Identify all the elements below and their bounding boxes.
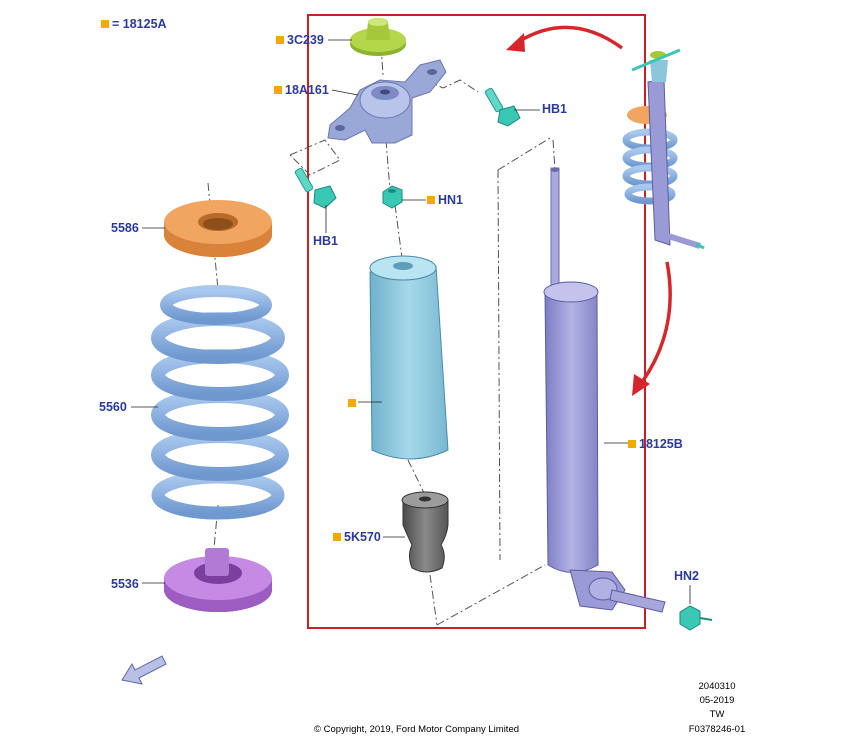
upper-spring-seat-part <box>164 200 272 257</box>
leader-lines <box>131 39 691 604</box>
nut-hn2-part <box>679 605 713 631</box>
callout-5560: 5560 <box>99 400 127 414</box>
callout-5586: 5586 <box>111 221 139 235</box>
doc-number: 2040310 <box>698 681 736 692</box>
legend-text: = 18125A <box>112 17 167 31</box>
assembled-view-thumbnail <box>622 48 705 250</box>
bumper-cap-part <box>350 18 406 56</box>
red-arrowhead-bottom <box>632 374 650 396</box>
marker-square-icon <box>333 533 341 541</box>
callout-3C239: 3C239 <box>276 33 324 47</box>
marker-square-icon <box>274 86 282 94</box>
callout-hn2: HN2 <box>674 569 699 583</box>
red-arrowhead-top <box>506 33 525 52</box>
callout-text: HN2 <box>674 569 700 583</box>
marker-square-icon <box>628 440 636 448</box>
highlight-frame <box>307 14 646 629</box>
bolt-hb1-top-part <box>484 87 521 127</box>
marker-square-icon <box>101 20 109 28</box>
nut-hn1-part <box>382 185 403 209</box>
marker-square-icon <box>348 399 356 407</box>
callout-text: HB1 <box>542 102 568 116</box>
callout-5K570: 5K570 <box>333 530 381 544</box>
copyright-text: © Copyright, 2019, Ford Motor Company Li… <box>314 724 520 735</box>
upper-mount-bracket-part <box>327 59 447 144</box>
callout-hn1: HN1 <box>427 193 463 207</box>
callout-text: HN1 <box>438 193 464 207</box>
callout-dust-boot-marker <box>348 396 359 410</box>
callout-text: 5K570 <box>344 530 381 544</box>
callout-5536: 5536 <box>111 577 139 591</box>
marker-square-icon <box>427 196 435 204</box>
legend: = 18125A <box>101 17 167 31</box>
marker-square-icon <box>276 36 284 44</box>
figure-id: F0378246-01 <box>688 724 746 735</box>
callout-text: 3C239 <box>287 33 324 47</box>
callout-text: 18125B <box>639 437 683 451</box>
callout-text: 18A161 <box>285 83 329 97</box>
callout-text: 5560 <box>99 400 127 414</box>
red-arrows <box>517 25 672 387</box>
callout-hb1-top: HB1 <box>542 102 567 116</box>
doc-date: 05-2019 <box>699 695 735 706</box>
jounce-bumper-part <box>401 491 449 573</box>
shock-absorber-part <box>543 167 666 613</box>
lower-spring-seat-part <box>164 548 272 612</box>
dust-boot-part <box>369 255 449 460</box>
front-direction-arrow-icon <box>121 655 167 685</box>
callout-18A161: 18A161 <box>274 83 329 97</box>
callout-text: 5536 <box>111 577 139 591</box>
coil-spring-part <box>151 285 289 520</box>
doc-code: TW <box>709 709 725 720</box>
callout-hb1-left: HB1 <box>313 234 338 248</box>
callout-text: 5586 <box>111 221 139 235</box>
bolt-hb1-left-part <box>294 167 337 209</box>
callout-text: HB1 <box>313 234 339 248</box>
callout-18125B: 18125B <box>628 437 683 451</box>
